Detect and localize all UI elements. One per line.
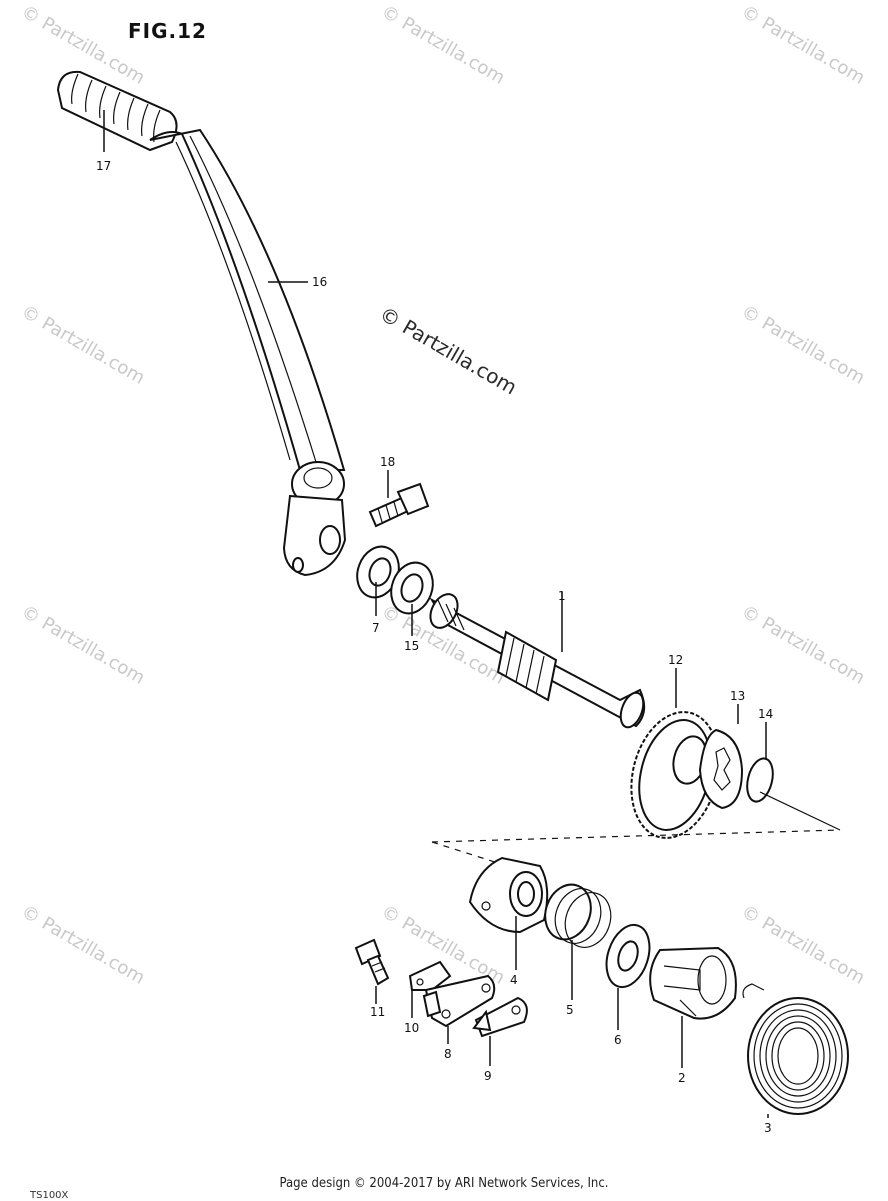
kick-shaft bbox=[429, 593, 646, 729]
label-4: 4 bbox=[510, 973, 518, 987]
spring-5 bbox=[544, 883, 612, 948]
watermark: © Partzilla.com bbox=[738, 301, 869, 389]
watermarks: © Partzilla.com © Partzilla.com © Partzi… bbox=[18, 1, 869, 989]
footer-copyright: Page design © 2004-2017 by ARI Network S… bbox=[279, 1176, 609, 1191]
washer-6 bbox=[605, 923, 651, 989]
watermark: © Partzilla.com bbox=[738, 1, 869, 89]
washer-15 bbox=[390, 561, 434, 615]
washer-13 bbox=[698, 728, 744, 810]
kick-guide-4 bbox=[468, 856, 549, 934]
figure-title: FIG.12 bbox=[128, 19, 207, 43]
watermark: © Partzilla.com bbox=[378, 1, 509, 89]
bolt-11 bbox=[354, 938, 390, 986]
label-15: 15 bbox=[404, 639, 419, 653]
label-16: 16 bbox=[312, 275, 327, 289]
kick-lever bbox=[149, 128, 347, 577]
part-labels: 17 16 18 7 15 1 12 13 14 4 5 6 2 3 11 10… bbox=[96, 159, 773, 1135]
label-10: 10 bbox=[404, 1021, 419, 1035]
label-3: 3 bbox=[764, 1121, 772, 1135]
label-17: 17 bbox=[96, 159, 111, 173]
leader-lines bbox=[103, 110, 769, 1118]
ratchet-2 bbox=[649, 946, 737, 1020]
plate-8 bbox=[422, 974, 496, 1028]
kick-spring-3 bbox=[742, 983, 849, 1115]
label-14: 14 bbox=[758, 707, 773, 721]
stopper-10 bbox=[408, 960, 452, 991]
label-11: 11 bbox=[370, 1005, 385, 1019]
gear-12 bbox=[630, 711, 720, 839]
watermark: © Partzilla.com bbox=[18, 901, 149, 989]
label-13: 13 bbox=[730, 689, 745, 703]
label-6: 6 bbox=[614, 1033, 622, 1047]
label-2: 2 bbox=[678, 1071, 686, 1085]
plate-9 bbox=[472, 996, 528, 1038]
kick-grip bbox=[56, 70, 178, 152]
watermark-center: © Partzilla.com bbox=[376, 302, 522, 400]
circlip-14 bbox=[746, 757, 774, 803]
label-1: 1 bbox=[558, 589, 566, 603]
label-9: 9 bbox=[484, 1069, 492, 1083]
label-5: 5 bbox=[566, 1003, 574, 1017]
label-8: 8 bbox=[444, 1047, 452, 1061]
watermark: © Partzilla.com bbox=[738, 601, 869, 689]
label-12: 12 bbox=[668, 653, 683, 667]
bolt-18 bbox=[368, 482, 430, 528]
watermark: © Partzilla.com bbox=[18, 301, 149, 389]
watermark: © Partzilla.com bbox=[18, 601, 149, 689]
model-code: TS100X bbox=[30, 1190, 69, 1201]
watermark: © Partzilla.com bbox=[738, 901, 869, 989]
label-7: 7 bbox=[372, 621, 380, 635]
label-18: 18 bbox=[380, 455, 395, 469]
